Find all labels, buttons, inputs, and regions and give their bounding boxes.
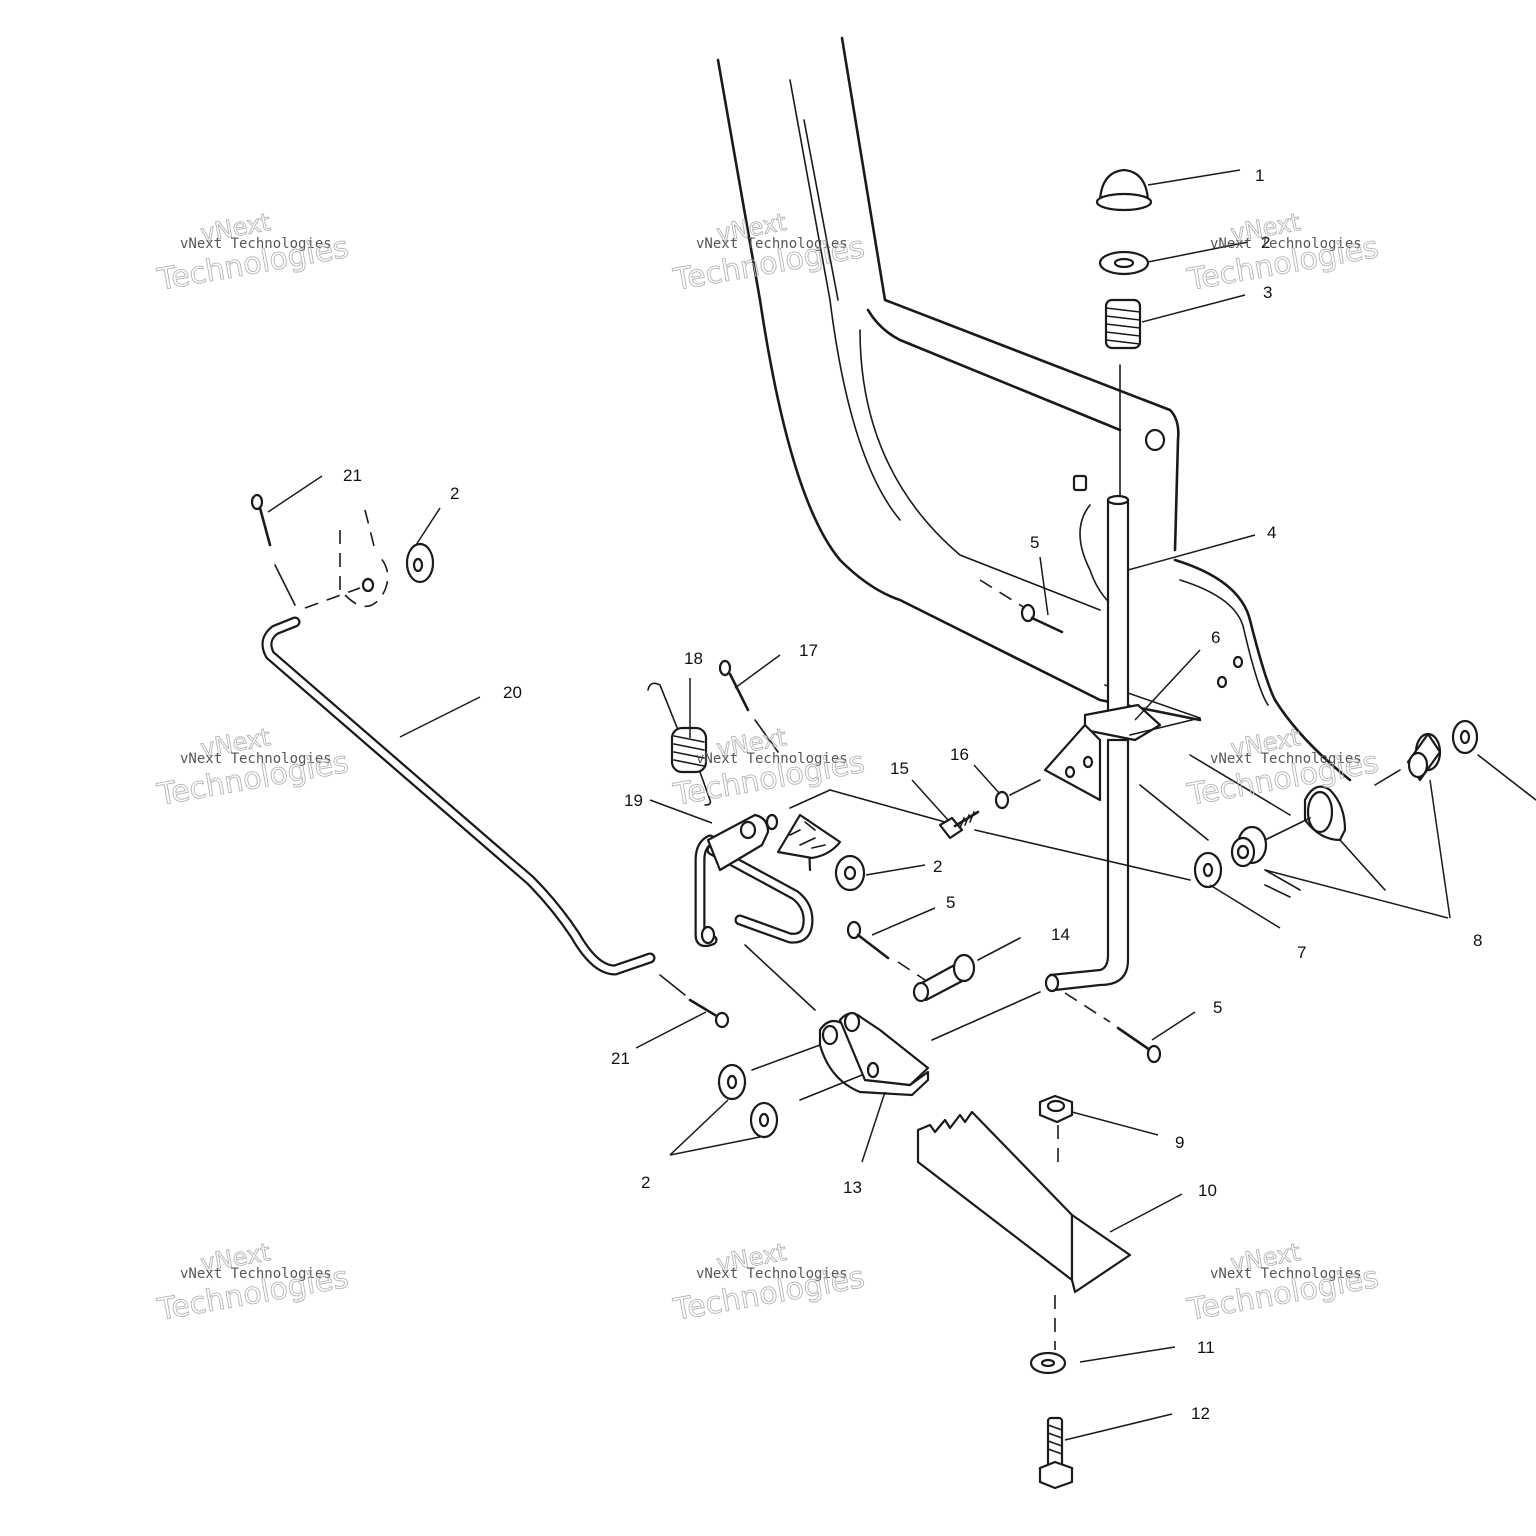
watermark-caption: vNext Technologies	[180, 236, 332, 252]
watermark-caption: vNext Technologies	[696, 236, 848, 252]
washer-bottom-b	[749, 1101, 779, 1139]
callout-2: 2	[1261, 233, 1270, 252]
washer-bottom-a	[717, 1063, 747, 1101]
clevis-pin-14	[912, 953, 976, 1003]
callout-2: 2	[933, 857, 942, 876]
washer-pedal	[834, 854, 866, 892]
callout-14: 14	[1051, 925, 1070, 944]
washer-7	[1193, 851, 1223, 889]
callout-16: 16	[950, 745, 969, 764]
rod-pivot-ghost	[339, 509, 389, 608]
top-washer	[1098, 250, 1150, 276]
callout-21: 21	[343, 466, 362, 485]
pedal-arm	[694, 813, 814, 948]
pivot-bracket	[1043, 703, 1162, 802]
rubber-cap	[1095, 168, 1153, 212]
callout-12: 12	[1191, 1404, 1210, 1423]
callout-8: 8	[1473, 931, 1482, 950]
washer-11	[1029, 1351, 1067, 1375]
lock-washer-16	[994, 790, 1010, 810]
cotter-pin-17	[718, 659, 750, 712]
compression-spring	[1104, 298, 1142, 350]
torsion-spring	[647, 682, 712, 806]
bolt-15	[938, 810, 980, 840]
clevis-block	[818, 1011, 930, 1097]
watermark-bottom-center: vNext vNext Technologies Technologies	[670, 1238, 868, 1329]
watermark-mid-right: vNext vNext Technologies Technologies	[1184, 723, 1382, 814]
watermark-bottom-left: vNext vNext Technologies Technologies	[154, 1238, 352, 1329]
watermark-caption: vNext Technologies	[1210, 1266, 1362, 1282]
pivot-boss	[1303, 785, 1347, 842]
callout-21: 21	[611, 1049, 630, 1068]
callout-6: 6	[1211, 628, 1220, 647]
callout-5: 5	[946, 893, 955, 912]
cotter-pin-middle	[846, 920, 890, 960]
callout-15: 15	[890, 759, 909, 778]
watermark-top-right: vNext vNext Technologies Technologies	[1184, 208, 1382, 299]
leader-lines	[267, 169, 1451, 1441]
watermark-caption: vNext Technologies	[180, 751, 332, 767]
cotter-pin-21-bottom	[688, 998, 730, 1029]
callout-labels: 1 2 3 4 5 6 21 2 20 18 17 15 16 19 2 5 1…	[343, 166, 1482, 1423]
watermark-caption: vNext Technologies	[696, 1266, 848, 1282]
callout-5: 5	[1213, 998, 1222, 1017]
watermark-mid-left: vNext vNext Technologies Technologies	[154, 723, 352, 814]
callout-10: 10	[1198, 1181, 1217, 1200]
callout-18: 18	[684, 649, 703, 668]
callout-11: 11	[1197, 1338, 1215, 1357]
callout-5: 5	[1030, 533, 1039, 552]
frame-panel	[716, 36, 1352, 782]
callout-4: 4	[1267, 523, 1276, 542]
callout-9: 9	[1175, 1133, 1184, 1152]
watermark-top-left: vNext vNext Technologies Technologies	[154, 208, 352, 299]
cotter-pin-lower	[1116, 1026, 1162, 1064]
callout-13: 13	[843, 1178, 862, 1197]
callout-2: 2	[641, 1173, 650, 1192]
flange-bushing-left	[1230, 825, 1268, 868]
hex-bolt-12	[1038, 1416, 1074, 1490]
pedal-pad	[776, 813, 842, 860]
callout-2: 2	[450, 484, 459, 503]
hex-nut-9	[1038, 1094, 1074, 1124]
watermark-caption: vNext Technologies	[180, 1266, 332, 1282]
callout-17: 17	[799, 641, 818, 660]
washer-far-right	[1451, 719, 1479, 755]
callout-20: 20	[503, 683, 522, 702]
watermark-bottom-right: vNext vNext Technologies Technologies	[1184, 1238, 1382, 1329]
flange-bushing-right	[1406, 732, 1442, 782]
watermark-top-center: vNext vNext Technologies Technologies	[670, 208, 868, 299]
callout-7: 7	[1297, 943, 1306, 962]
cotter-pin-upper	[1020, 603, 1064, 634]
shift-lever-shaft	[1044, 494, 1130, 993]
callout-19: 19	[624, 791, 643, 810]
cotter-pin-21-top	[250, 493, 272, 547]
washer-rod-top	[405, 542, 435, 584]
watermark-caption: vNext Technologies	[1210, 751, 1362, 767]
watermark-caption: vNext Technologies	[696, 751, 848, 767]
footrest-bracket	[916, 1110, 1132, 1294]
watermark-caption: vNext Technologies	[1210, 236, 1362, 252]
linkage-rod	[261, 616, 656, 976]
callout-1: 1	[1255, 166, 1264, 185]
callout-3: 3	[1263, 283, 1272, 302]
